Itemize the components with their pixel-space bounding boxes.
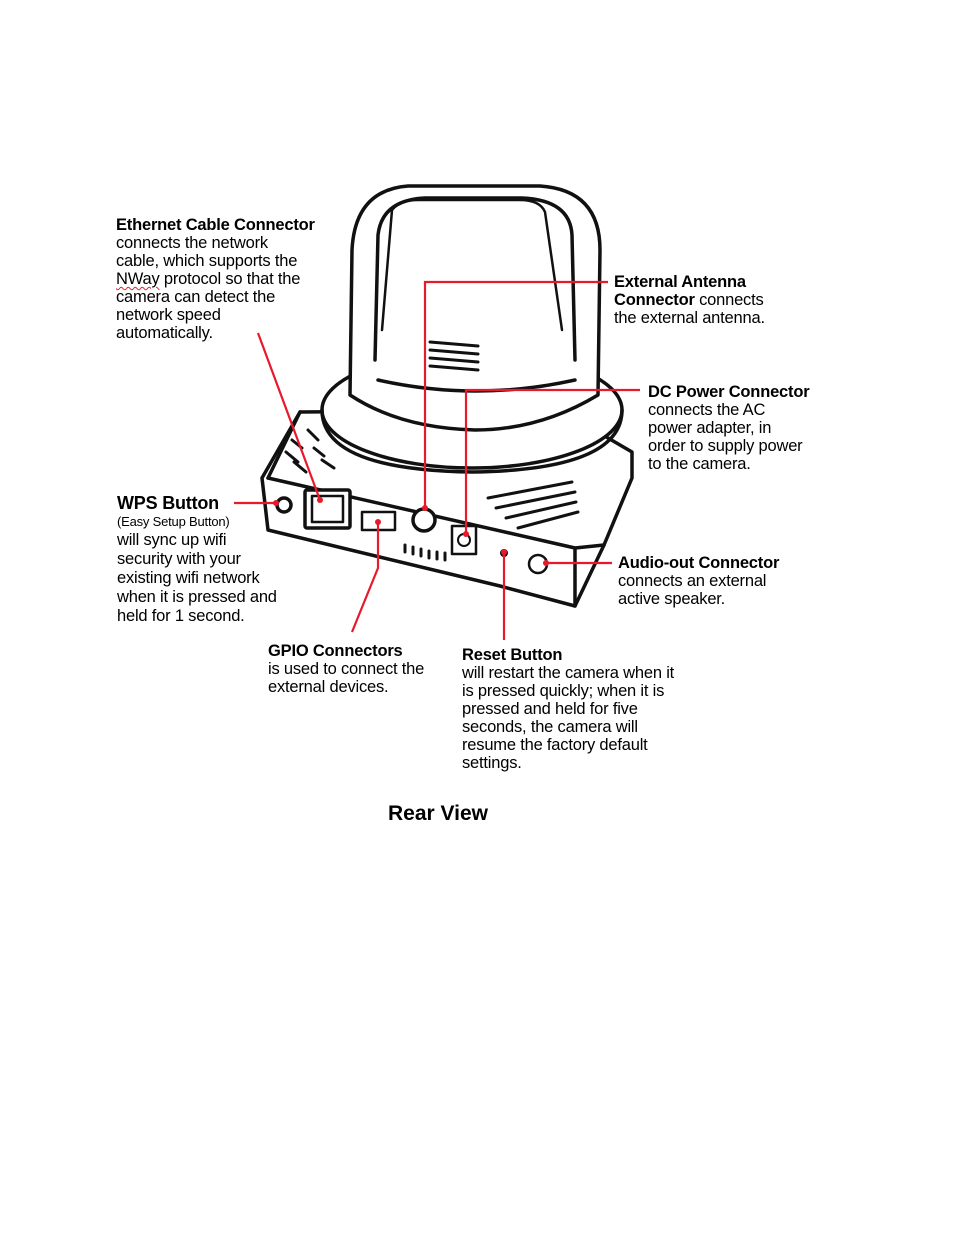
- ethernet-port-inner: [310, 494, 345, 524]
- audio-label: Audio-out Connector connects an external…: [618, 554, 779, 608]
- dc-power-desc-4: to the camera.: [648, 455, 751, 473]
- camera-head-inner: [373, 196, 577, 362]
- dc-power-desc-3: order to supply power: [648, 437, 803, 455]
- base-top-edge: [266, 410, 302, 480]
- ethernet-desc-6: automatically.: [116, 324, 213, 342]
- dc-power-callout-line: [464, 388, 640, 534]
- wps-button-shape: [275, 496, 293, 514]
- reset-desc-3: pressed and held for five: [462, 700, 638, 718]
- ethernet-desc-1: connects the network: [116, 234, 268, 252]
- antenna-title: External Antenna: [614, 273, 746, 291]
- led-indicators: [403, 543, 447, 562]
- figure-caption: Rear View: [388, 802, 489, 825]
- camera-illustration: [260, 184, 634, 608]
- gpio-dot: [375, 519, 381, 525]
- base-front-face: [266, 476, 606, 608]
- right-vents: [486, 480, 580, 530]
- antenna-label: External Antenna Connector connects the …: [614, 273, 765, 327]
- antenna-desc-1: Connector connects: [614, 291, 765, 309]
- wps-desc-2: security with your: [117, 550, 241, 568]
- gpio-desc-1: is used to connect the: [268, 660, 425, 678]
- ethernet-desc-5: network speed: [116, 306, 221, 324]
- dc-power-label: DC Power Connector connects the AC power…: [648, 383, 810, 473]
- dc-power-dot: [463, 531, 469, 537]
- nway-word: NWay: [116, 270, 160, 288]
- reset-dot: [501, 549, 507, 555]
- dc-power-title: DC Power Connector: [648, 383, 810, 401]
- ethernet-desc-3-rest: protocol so that the: [159, 270, 301, 288]
- camera-head: [348, 184, 602, 432]
- antenna-title-2: Connector: [614, 291, 695, 309]
- turntable-rim: [320, 408, 624, 474]
- reset-desc-4: seconds, the camera will: [462, 718, 638, 736]
- callout-lines: [234, 280, 640, 640]
- audio-desc-1: connects an external: [618, 572, 767, 590]
- top-vent-grille: [428, 340, 480, 372]
- audio-dot: [543, 560, 549, 566]
- ethernet-label: Ethernet Cable Connector connects the ne…: [116, 216, 315, 342]
- wps-title: WPS Button: [117, 493, 219, 513]
- wps-dot: [273, 500, 279, 506]
- callout-dots: [273, 497, 549, 566]
- reset-desc-1: will restart the camera when it: [462, 664, 675, 682]
- wps-desc-4: when it is pressed and: [117, 588, 277, 606]
- gpio-callout-line: [350, 522, 380, 633]
- antenna-callout-line: [423, 280, 608, 508]
- audio-desc-2: active speaker.: [618, 590, 726, 608]
- ethernet-callout-line: [256, 332, 322, 501]
- ethernet-desc-3: NWay protocol so that the: [116, 270, 315, 288]
- wps-label: WPS Button (Easy Setup Button) will sync…: [117, 494, 277, 626]
- wps-desc-1: will sync up wifi: [117, 531, 227, 549]
- antenna-desc-2: the external antenna.: [614, 309, 765, 327]
- dc-power-desc-2: power adapter, in: [648, 419, 772, 437]
- reset-desc-2: is pressed quickly; when it is: [462, 682, 665, 700]
- gpio-desc-2: external devices.: [268, 678, 389, 696]
- reset-desc-6: settings.: [462, 754, 522, 772]
- wps-desc-5: held for 1 second.: [117, 607, 245, 625]
- antenna-dot: [422, 505, 428, 511]
- ethernet-desc-4: camera can detect the: [116, 288, 276, 306]
- gpio-title: GPIO Connectors: [268, 642, 403, 660]
- camera-visor: [380, 198, 564, 332]
- dc-power-desc-1: connects the AC: [648, 401, 766, 419]
- ethernet-title: Ethernet Cable Connector: [116, 216, 315, 234]
- antenna-desc-1-rest: connects: [694, 291, 764, 309]
- audio-title: Audio-out Connector: [618, 554, 780, 572]
- reset-desc-5: resume the factory default: [462, 736, 648, 754]
- left-vents: [284, 428, 336, 474]
- reset-label: Reset Button will restart the camera whe…: [462, 646, 674, 772]
- wps-subtitle: (Easy Setup Button): [117, 514, 230, 529]
- reset-title: Reset Button: [462, 646, 563, 664]
- ethernet-desc-2: cable, which supports the: [116, 252, 298, 270]
- wps-desc-3: existing wifi network: [117, 569, 260, 587]
- ethernet-dot: [317, 497, 323, 503]
- gpio-label: GPIO Connectors is used to connect the e…: [268, 642, 424, 696]
- antenna-connector-shape: [411, 507, 437, 533]
